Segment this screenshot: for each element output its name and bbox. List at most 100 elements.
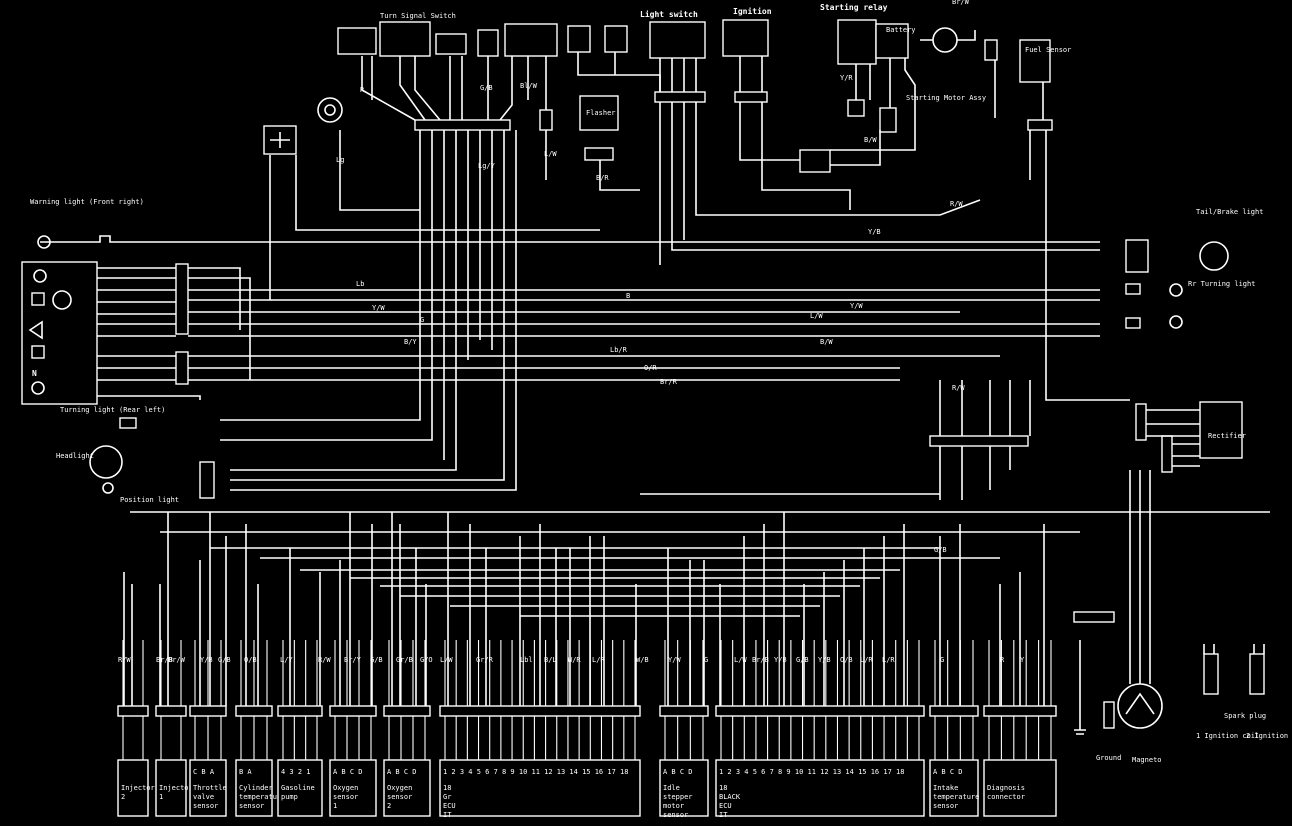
wire-code: Bl/W <box>520 82 538 90</box>
diode-icon <box>263 125 297 155</box>
wire-code: Y/W <box>372 304 385 312</box>
component-label: Injector <box>121 784 155 792</box>
component-ecu-2: 1 2 3 4 5 6 7 8 9 10 11 12 13 14 15 16 1… <box>715 640 925 819</box>
component-pins: B A <box>239 768 252 776</box>
component-label: valve <box>193 793 214 801</box>
wire-code: G/O <box>420 656 433 664</box>
wire-code: R/W <box>950 200 963 208</box>
wire-code: L/W <box>734 656 747 664</box>
wire-code: L/W <box>544 150 557 158</box>
component-label: IT <box>443 811 452 819</box>
lower-bus <box>130 493 1270 617</box>
component-label: pump <box>281 793 298 801</box>
cluster-wires <box>40 235 1100 400</box>
component-label: Gr <box>443 793 451 801</box>
wire-code: Lg <box>336 156 344 164</box>
lower-verticals <box>123 512 1045 706</box>
ground-label: Ground <box>1096 754 1121 762</box>
starting-relay-label: Starting relay <box>820 2 888 12</box>
turning-light-rear-lamp <box>119 417 137 429</box>
component-label: 1 <box>333 802 337 810</box>
tail-brake-light: Tail/Brake light <box>1125 208 1263 273</box>
component-label: BLACK <box>719 793 741 801</box>
component-label: sensor <box>663 811 688 819</box>
position-light-bulb-icon <box>102 482 114 494</box>
component-label: sensor <box>333 793 358 801</box>
turn-signal-switch-label: Turn Signal Switch <box>380 12 456 20</box>
wire-code: Br/B <box>156 656 173 664</box>
component-label: Cylinder <box>239 784 273 792</box>
junction-wires <box>939 380 1031 500</box>
wire-code: Y/W <box>668 656 681 664</box>
wire-code: O/R <box>644 364 657 372</box>
component-label: ECU <box>443 802 456 810</box>
wire-code: B <box>626 292 630 300</box>
wire-code: B/W <box>820 338 833 346</box>
rectifier-label: Rectifier <box>1208 432 1246 440</box>
wire-code: Y/B <box>868 228 881 236</box>
component-label: temperature <box>933 793 979 801</box>
wire-code: Lb/R <box>610 346 628 354</box>
component-pins: A B C D <box>933 768 963 776</box>
component-label: 2 <box>387 802 391 810</box>
component-label: motor <box>663 802 684 810</box>
battery-terminal-icon <box>932 27 958 53</box>
wire-code: Lbl <box>520 656 533 664</box>
wire-code: Y/R <box>840 74 853 82</box>
wire-code: Br/B <box>752 656 769 664</box>
component-pins: 1 2 3 4 5 6 7 8 9 10 11 12 13 14 15 16 1… <box>443 768 628 776</box>
wire-code: R <box>1000 656 1005 664</box>
neutral-icon: N <box>32 369 37 378</box>
instrument-cluster: N <box>21 261 98 405</box>
wire-code: B/R <box>596 174 609 182</box>
relay-small-a <box>847 99 865 117</box>
component-pins: A B C D <box>663 768 693 776</box>
top-wires <box>361 52 1130 401</box>
wire-code: Br/Y <box>344 656 362 664</box>
magneto: Magneto <box>1117 470 1163 764</box>
component-label: 18 <box>719 784 727 792</box>
ignition-coils: 1 Ignition coil 2 Ignition coil Spark pl… <box>1196 644 1292 740</box>
wire-code: Br/W <box>168 656 186 664</box>
headlight-connector <box>199 461 215 499</box>
wire-code: G/B <box>218 656 231 664</box>
component-pins: 4 3 2 1 <box>281 768 311 776</box>
wire-code: Br/R <box>660 378 678 386</box>
wire-code: R <box>360 86 365 94</box>
component-label: ECU <box>719 802 732 810</box>
wire-code: L/R <box>592 656 605 664</box>
turn-left-icon <box>28 320 43 340</box>
wire-code: B/L <box>544 656 557 664</box>
turning-light-rear-label: Turning light (Rear left) <box>60 406 165 414</box>
cluster-connector-b <box>175 351 189 385</box>
wire-code: W/B <box>636 656 649 664</box>
wire-code: G <box>420 316 424 324</box>
wire-code: R/W <box>118 656 131 664</box>
headlight-bulb-icon <box>89 445 123 479</box>
top-connector-b <box>654 91 706 103</box>
battery-label: Battery <box>886 26 916 34</box>
component-label: stepper <box>663 793 693 801</box>
wire-code: G/B <box>480 84 493 92</box>
component-label: Throttle <box>193 784 227 792</box>
wire-code: L/R <box>860 656 873 664</box>
warning-light-front-label: Warning light (Front right) <box>30 198 144 206</box>
position-light-label: Position light <box>120 496 179 504</box>
ignition-coil-2-label: 2 Ignition coil <box>1246 732 1292 740</box>
top-connector-a <box>414 119 511 131</box>
component-label: 2 <box>121 793 125 801</box>
component-label: sensor <box>239 802 264 810</box>
component-pins: C B A <box>193 768 215 776</box>
wire-code: Y/B <box>200 656 213 664</box>
component-label: Diagnosis <box>987 784 1025 792</box>
ignition-label: Ignition <box>733 6 772 16</box>
component-label: Oxygen <box>387 784 412 792</box>
wire-code: G <box>940 656 944 664</box>
wire-code: Gr/B <box>396 656 413 664</box>
